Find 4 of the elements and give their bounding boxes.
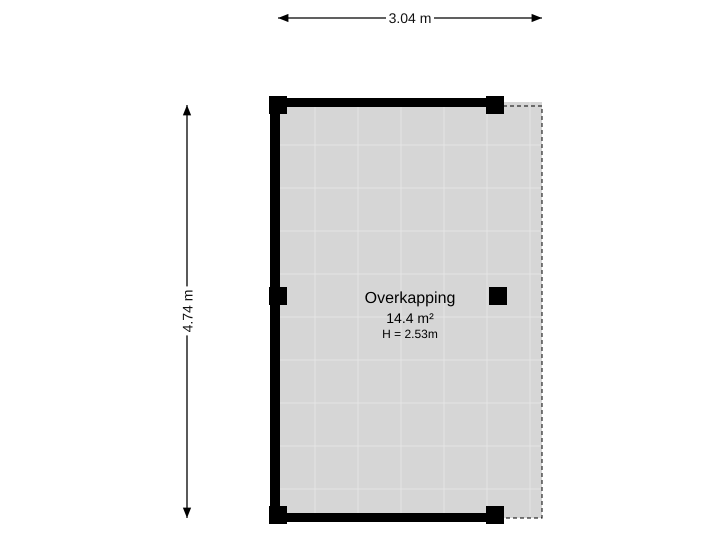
room-area: 14.4 m²	[340, 310, 480, 326]
dimension-label: 3.04 m	[386, 10, 434, 26]
room-name: Overkapping	[364, 290, 456, 308]
room-height: H = 2.53m	[381, 327, 439, 341]
